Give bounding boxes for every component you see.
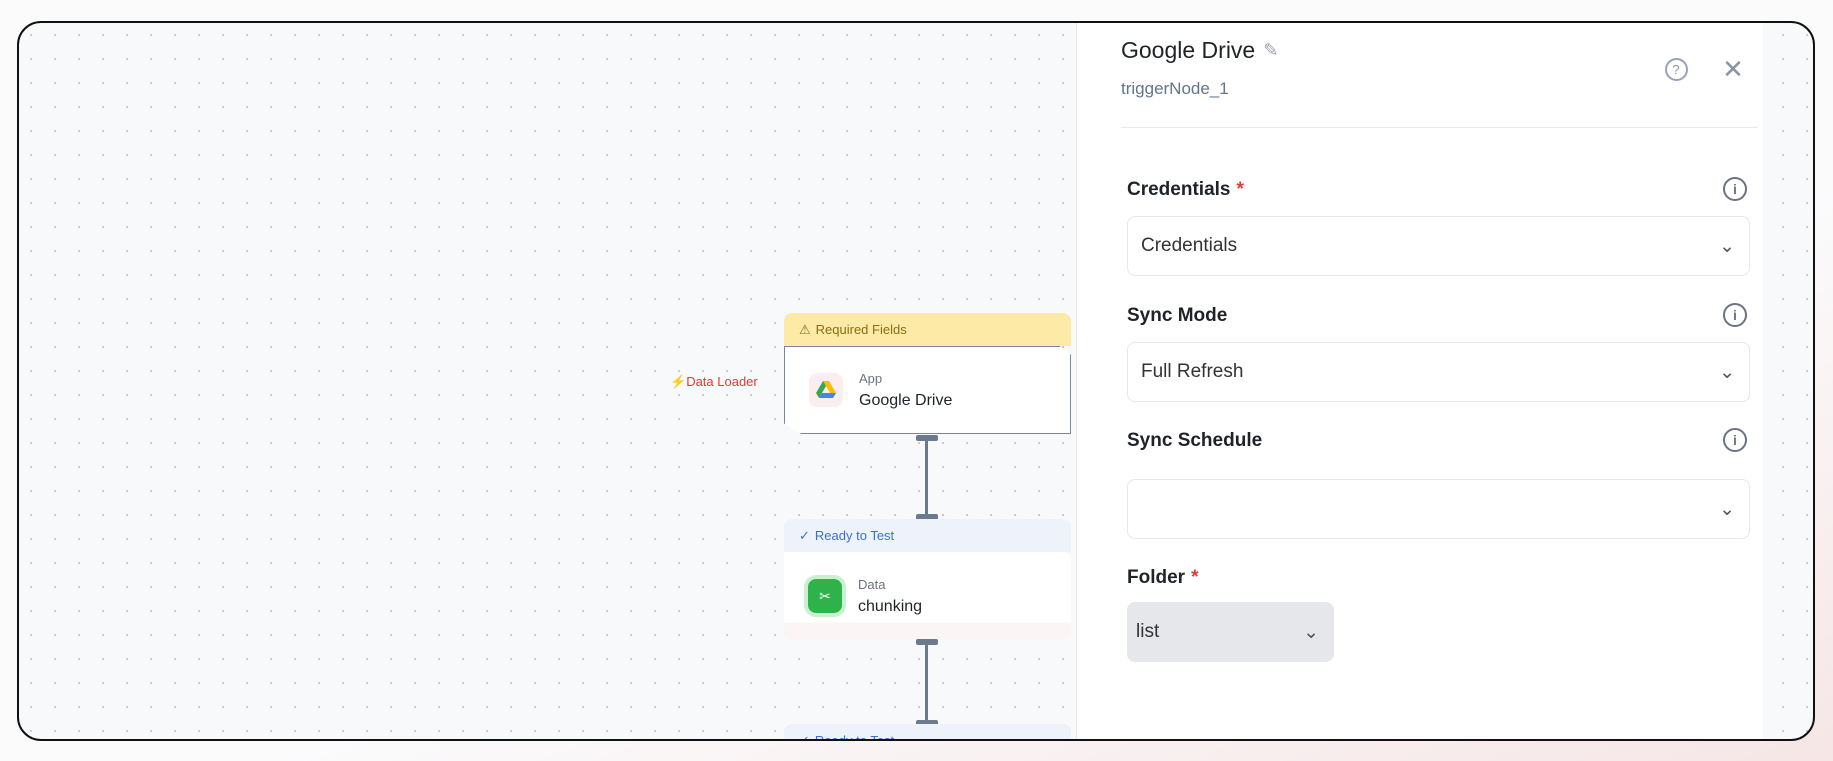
node-third[interactable]: ✓ Ready to Test [784, 724, 1071, 741]
divider [1121, 127, 1758, 128]
help-icon: ? [1664, 57, 1688, 81]
node-settings-panel: Google Drive ✎ triggerNode_1 ? ✕ Credenti… [1076, 23, 1763, 739]
sync-schedule-select[interactable]: ⌄ [1127, 479, 1750, 539]
chevron-down-icon: ⌄ [1303, 621, 1319, 643]
node-status-text: Required Fields [815, 322, 907, 337]
warning-icon: ⚠ [799, 321, 811, 337]
sync-mode-label: Sync Mode [1127, 305, 1228, 326]
sync-schedule-label: Sync Schedule [1127, 430, 1263, 451]
pencil-icon[interactable]: ✎ [1263, 40, 1279, 60]
chevron-down-icon: ⌄ [1719, 235, 1735, 257]
select-value: list [1136, 621, 1160, 642]
connector [925, 639, 928, 727]
node-status-text: Ready to Test [814, 733, 895, 741]
info-icon[interactable]: i [1723, 303, 1747, 327]
node-name: Google Drive [859, 391, 953, 409]
credentials-select[interactable]: Credentials ⌄ [1127, 216, 1750, 276]
check-icon: ✓ [799, 527, 810, 543]
select-value: Full Refresh [1141, 361, 1244, 382]
node-type: App [859, 370, 883, 386]
node-status-ready: ✓ Ready to Test [784, 519, 1071, 552]
close-button[interactable]: ✕ [1720, 53, 1746, 84]
node-id: triggerNode_1 [1121, 79, 1229, 98]
chevron-down-icon: ⌄ [1719, 361, 1735, 383]
trigger-label: ⚡Data Loader [670, 374, 758, 389]
node-status-text: Ready to Test [814, 528, 895, 543]
select-value: Credentials [1141, 235, 1238, 256]
chunking-icon: ✂ [808, 579, 842, 613]
node-name: chunking [858, 597, 923, 615]
panel-title: Google Drive [1121, 37, 1256, 63]
check-icon: ✓ [799, 732, 810, 741]
folder-select[interactable]: list ⌄ [1127, 602, 1334, 662]
sync-mode-select[interactable]: Full Refresh ⌄ [1127, 342, 1750, 402]
trigger-label-text: Data Loader [686, 374, 758, 389]
folder-label: Folder* [1127, 567, 1199, 588]
info-icon[interactable]: i [1723, 177, 1747, 201]
node-type: Data [858, 576, 886, 592]
info-icon[interactable]: i [1723, 428, 1747, 452]
close-icon: ✕ [1722, 53, 1744, 84]
credentials-label: Credentials* [1127, 179, 1244, 200]
chevron-down-icon: ⌄ [1719, 498, 1735, 520]
node-chunking[interactable]: ✓ Ready to Test ✂ Data chunking [784, 519, 1071, 640]
google-drive-icon [809, 373, 843, 407]
help-button[interactable]: ? [1663, 56, 1689, 82]
connector [925, 435, 928, 521]
node-status-warning: ⚠ Required Fields [784, 313, 1071, 346]
